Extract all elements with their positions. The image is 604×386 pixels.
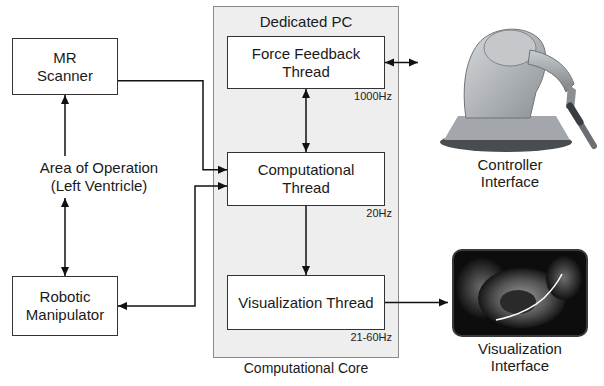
connector-line [118, 186, 227, 306]
thread-box: Visualization Thread [227, 275, 385, 330]
frequency-label: 1000Hz [330, 90, 392, 103]
mri-image-illustration [448, 248, 592, 338]
device-box: Robotic Manipulator [12, 276, 118, 336]
arrowhead [439, 299, 448, 307]
node-label: Area of Operation (Left Ventricle) [24, 159, 174, 195]
connector [61, 95, 69, 156]
connector-line [118, 81, 227, 170]
container-heading: Dedicated PC [213, 13, 399, 31]
container-caption: Computational Core [193, 360, 419, 377]
arrowhead [61, 267, 69, 276]
arrowhead [409, 59, 418, 67]
connector-line [64, 95, 66, 156]
arrowhead [61, 198, 69, 207]
node-label: Visualization Interface [465, 340, 575, 374]
arrowhead [118, 302, 127, 310]
node-label: Robotic Manipulator [19, 288, 111, 324]
frequency-label: 21-60Hz [330, 331, 392, 344]
computer-container: Dedicated PCComputational CoreForce Feed… [213, 6, 399, 358]
node-label: Computational Thread [234, 161, 378, 197]
thread-box: Force Feedback Thread [227, 36, 385, 89]
connector [118, 182, 227, 310]
connector [61, 198, 69, 276]
operation-area: Area of Operation (Left Ventricle) [14, 156, 184, 198]
visualization-interface: Visualization Interface [448, 248, 592, 384]
frequency-label: 20Hz [330, 207, 392, 220]
node-label: Visualization Thread [238, 294, 373, 312]
connector-line [64, 198, 66, 276]
arrowhead [61, 95, 69, 104]
node-label: Force Feedback Thread [234, 45, 378, 81]
node-label: MR Scanner [25, 49, 105, 85]
thread-box: Computational Thread [227, 152, 385, 206]
haptic-device-illustration [418, 6, 602, 154]
node-label: Controller Interface [460, 156, 560, 190]
device-box: MR Scanner [12, 38, 118, 95]
controller-interface: Controller Interface [418, 6, 602, 212]
